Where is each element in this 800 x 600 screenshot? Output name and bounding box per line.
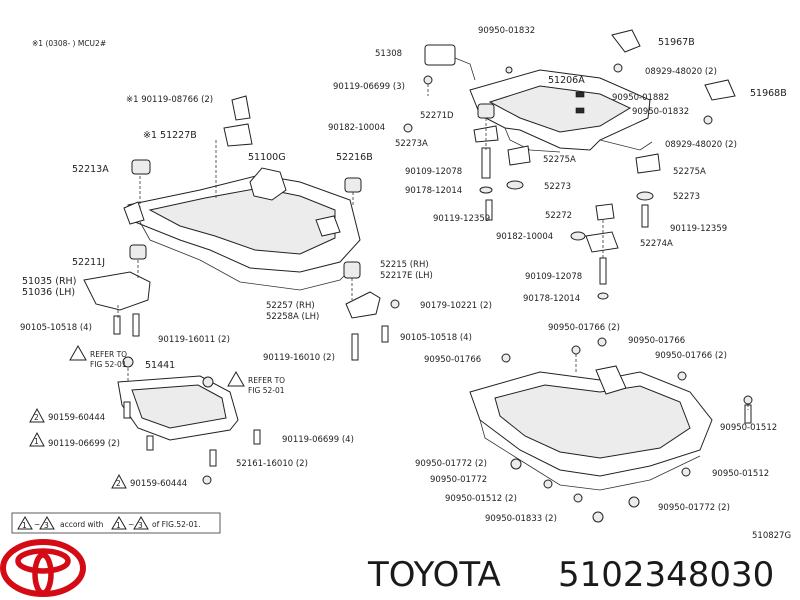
label-90950-01766-b: 90950-01766 [628,336,685,346]
label-90119-16011: 90119-16011 (2) [158,335,230,345]
label-52275a-b: 52275A [673,167,706,177]
refer2-line-b: FIG 52-01 [248,386,285,395]
label-90950-01832-b: 90950-01832 [632,107,689,117]
refer1-line-a: REFER TO [90,350,127,359]
label-90109-12078-b: 90109-12078 [525,272,582,282]
bracket-51967b [611,29,641,53]
rear-crossmember-group [403,29,736,300]
label-52274a: 52274A [640,239,673,249]
label-90119-06699-4: 90119-06699 (4) [282,435,354,445]
label-90950-01833: 90950-01833 (2) [485,514,557,524]
marker-2a: 2 [34,413,39,422]
undercover-group [117,356,261,485]
label-51036: 51036 (LH) [22,287,75,298]
alt-crossmember-group [469,337,753,523]
label-52258a: 52258A (LH) [266,312,319,322]
label-52215: 52215 (RH) [380,260,429,270]
label-51968b: 51968B [750,88,787,99]
label-90950-01772-a: 90950-01772 (2) [415,459,487,469]
label-90119-06699-3: 90119-06699 (3) [333,82,405,92]
part-number: 5102348030 [558,555,774,595]
label-90105-10518-b: 90105-10518 (4) [400,333,472,343]
legend-n2: 3 [44,521,49,530]
label-51967b: 51967B [658,37,695,48]
svg-text:~: ~ [34,520,40,529]
label-51227b: ※1 51227B [143,130,197,141]
label-90179-10221: 90179-10221 (2) [420,301,492,311]
label-52257: 52257 (RH) [266,301,315,311]
label-90182-10004-a: 90182-10004 [328,123,385,133]
legend-n4: 3 [138,521,143,530]
legend-n3: 1 [116,521,121,530]
label-90950-01832-a: 90950-01832 [478,26,535,36]
label-51035: 51035 (RH) [22,276,76,287]
legend-text: accord with [60,520,104,529]
bracket-51308 [424,44,456,66]
label-90178-12014-b: 90178-12014 [523,294,580,304]
label-90178-12014-a: 90178-12014 [405,186,462,196]
label-52273a: 52273A [395,139,428,149]
label-51441: 51441 [145,360,175,371]
label-90950-01766-d: 90950-01766 [424,355,481,365]
label-51100g: 51100G [248,152,286,163]
refer2-line-a: REFER TO [248,376,285,385]
toyota-logo-icon [0,539,86,597]
label-90119-06699-2a: 90119-06699 (2) [48,439,120,449]
label-08929-b: 08929-48020 (2) [665,140,737,150]
label-52275a-a: 52275A [543,155,576,165]
label-90119-12359-b: 90119-12359 [670,224,727,234]
label-90950-01512-c: 90950-01512 (2) [445,494,517,504]
label-52273-b: 52273 [673,192,700,202]
marker-2b: 2 [116,479,121,488]
label-52271d: 52271D [420,111,454,121]
label-90950-01772-c: 90950-01772 (2) [658,503,730,513]
refer-triangle-1 [69,344,87,361]
legend-tail: of FIG.52-01. [152,520,201,529]
label-90109-12078-a: 90109-12078 [405,167,462,177]
label-52272: 52272 [545,211,572,221]
label-90105-10518-a: 90105-10518 (4) [20,323,92,333]
label-52217e: 52217E (LH) [380,271,433,281]
label-52161-16010: 52161-16010 (2) [236,459,308,469]
label-90119-16010: 90119-16010 (2) [263,353,335,363]
bracket-51968b [704,79,736,101]
label-90950-01512-a: 90950-01512 [720,423,777,433]
label-90159-60444-b: 90159-60444 [130,479,187,489]
label-90159-60444-a: 90159-60444 [48,413,105,423]
brand-name: TOYOTA [367,555,501,595]
legend-n1: 1 [22,521,27,530]
label-51308: 51308 [375,49,402,59]
label-52273-a: 52273 [544,182,571,192]
label-90950-01772-b: 90950-01772 [430,475,487,485]
bracket-52257 [345,291,381,319]
label-90950-01766-a: 90950-01766 (2) [548,323,620,333]
label-52211j: 52211J [72,257,105,268]
front-crossmember-group [83,95,400,361]
label-90950-01512-b: 90950-01512 [712,469,769,479]
refer-triangle-2 [227,370,245,387]
label-90119-08766: ※1 90119-08766 (2) [126,95,213,105]
marker-1a: 1 [34,437,39,446]
header-note: ※1 (0308- ) MCU2# [32,39,106,48]
label-51206a: 51206A [548,75,585,86]
label-52216b: 52216B [336,152,373,163]
label-90182-10004-b: 90182-10004 [496,232,553,242]
label-52213a: 52213A [72,164,109,175]
label-90119-12359-a: 90119-12359 [433,214,490,224]
illustration-code: 510827G [752,531,791,541]
bracket-51035 [83,271,151,311]
label-90950-01766-c: 90950-01766 (2) [655,351,727,361]
refer1-line-b: FIG 52-01 [90,360,127,369]
label-90950-01882: 90950-01882 [612,93,669,103]
bracket-51227b [223,123,253,147]
svg-text:~: ~ [128,520,134,529]
label-08929-a: 08929-48020 (2) [645,67,717,77]
